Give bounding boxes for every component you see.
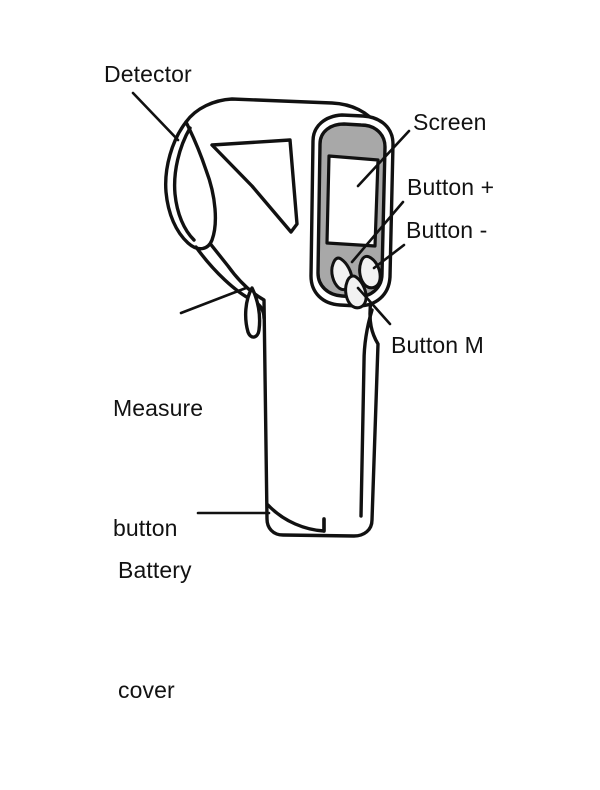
leader-measure-button	[179, 286, 248, 315]
label-measure-button-line2: button	[113, 515, 178, 541]
label-battery-cover-line2: cover	[118, 677, 175, 703]
leader-button-m	[356, 286, 392, 326]
label-button-plus: Button +	[407, 174, 495, 200]
label-battery-cover: Battery cover	[118, 470, 192, 790]
label-battery-cover-line1: Battery	[118, 557, 192, 583]
label-measure-button-line1: Measure	[113, 395, 204, 421]
barrel-cutout-window	[210, 138, 299, 234]
button-plus-key	[358, 254, 382, 290]
handle-right-edge	[359, 308, 374, 518]
button-m-key	[344, 274, 368, 310]
thermometer-parts-diagram: Detector Screen Button + Button - Button…	[104, 61, 495, 703]
label-screen: Screen	[413, 109, 487, 135]
leader-lines	[131, 91, 411, 515]
label-detector: Detector	[104, 61, 192, 87]
measure-trigger	[243, 286, 262, 339]
leader-button-plus	[350, 200, 405, 264]
leader-screen	[356, 129, 411, 188]
label-measure-button: Measure button	[113, 308, 203, 628]
detector-nose-inner	[172, 126, 196, 242]
leader-button-minus	[372, 243, 406, 270]
leader-detector	[131, 91, 180, 142]
thermometer-line-drawing	[131, 91, 411, 538]
label-button-m: Button M	[391, 332, 484, 358]
lcd-screen	[325, 154, 380, 248]
label-button-minus: Button -	[406, 217, 488, 243]
